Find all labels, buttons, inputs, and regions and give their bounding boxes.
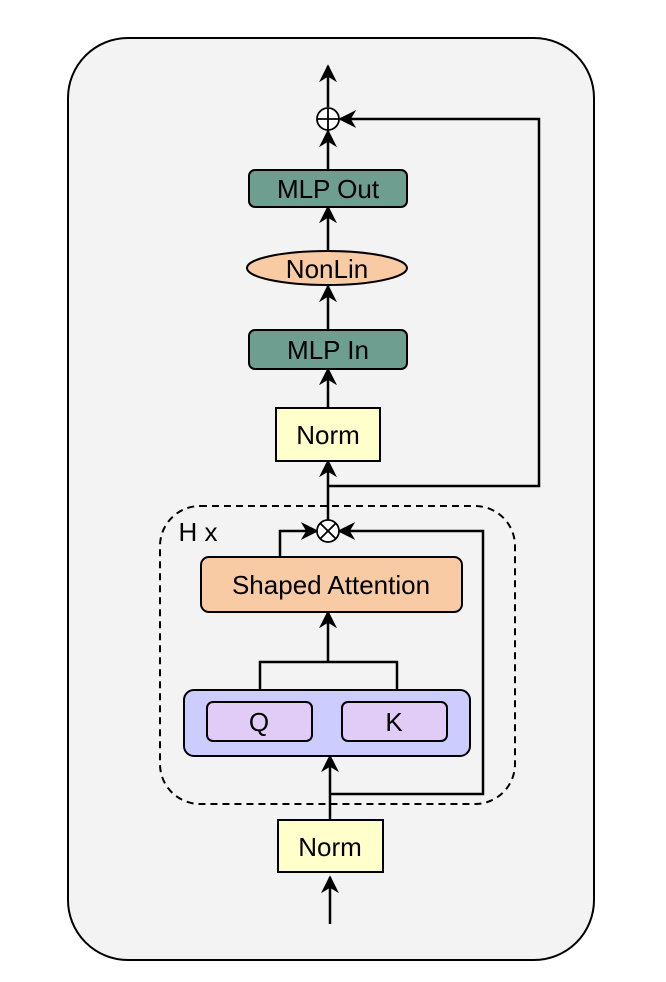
mlp-in-box [248, 329, 408, 370]
query-box [206, 701, 313, 742]
mlp-out-box [248, 169, 408, 208]
repeat-label: H x [179, 517, 218, 547]
shaped-attention-box [200, 556, 463, 613]
residual-skip-path [328, 110, 541, 488]
attention-repeat-region [159, 505, 516, 805]
mlp-out-label: MLP Out [277, 174, 380, 204]
input-norm-box [277, 819, 384, 873]
mlp-in-label: MLP In [287, 335, 369, 365]
nonlin-label: NonLin [286, 254, 368, 284]
multiply-node [316, 519, 340, 543]
attention-skip-path [330, 522, 485, 796]
key-label: K [385, 707, 403, 737]
nonlin-ellipse [246, 250, 408, 286]
add-node [316, 107, 340, 131]
output-norm-label: Norm [296, 420, 360, 450]
output-norm-box [275, 407, 381, 462]
key-box [341, 701, 448, 742]
attention-to-multiply-arrow [278, 522, 319, 557]
query-label: Q [249, 707, 269, 737]
shaped-attention-label: Shaped Attention [232, 570, 430, 600]
input-norm-label: Norm [298, 832, 362, 862]
